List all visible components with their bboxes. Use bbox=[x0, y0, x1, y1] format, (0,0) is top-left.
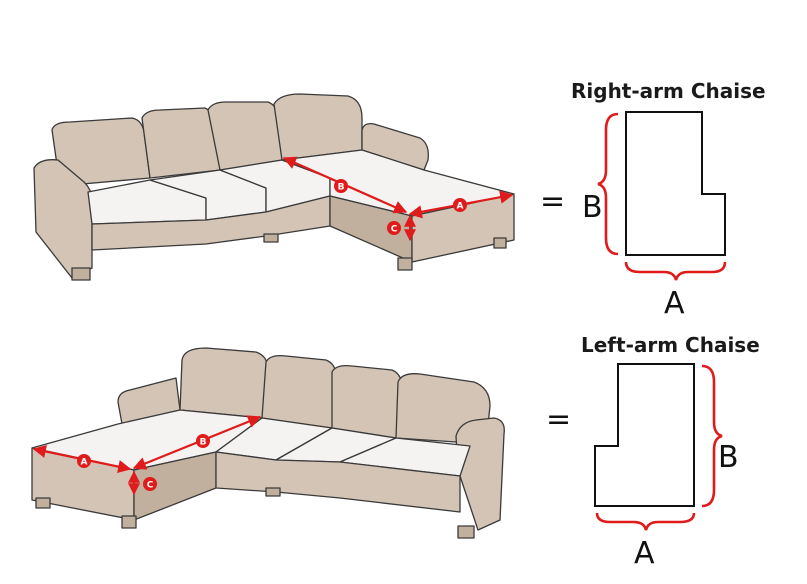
dim-badge-a bbox=[77, 454, 91, 468]
right-arm-shape-label-b: B bbox=[582, 190, 603, 225]
sofa-leg bbox=[263, 233, 279, 243]
brace-b bbox=[701, 364, 723, 508]
right-arm-measurements: B A C bbox=[282, 156, 514, 242]
sofa-leg bbox=[35, 497, 51, 509]
left-arm-outline bbox=[594, 363, 695, 507]
left-arm-equals: = bbox=[546, 402, 572, 437]
dim-badge-a bbox=[453, 198, 467, 212]
brace-a bbox=[624, 261, 727, 281]
dim-badge-b bbox=[196, 434, 210, 448]
back-cushion bbox=[141, 107, 221, 179]
right-armrest bbox=[361, 122, 429, 171]
back-cushion bbox=[331, 364, 403, 439]
back-cushion bbox=[207, 101, 283, 171]
dim-badge-c bbox=[143, 477, 157, 491]
left-armrest bbox=[117, 377, 181, 425]
right-arm-equals: = bbox=[540, 184, 566, 219]
right-armrest bbox=[455, 417, 505, 531]
dim-label-c: C bbox=[147, 481, 154, 491]
left-arm-chaise-sofa bbox=[31, 347, 505, 539]
right-arm-chaise-sofa bbox=[33, 93, 515, 281]
brace-a bbox=[595, 512, 696, 531]
dim-badge-b bbox=[334, 179, 348, 193]
sofa-leg bbox=[397, 257, 413, 271]
sofa-leg bbox=[71, 267, 91, 281]
sofa-leg bbox=[493, 237, 507, 249]
sofa-leg bbox=[121, 515, 137, 529]
dim-label-a: A bbox=[81, 458, 88, 468]
sofa-leg bbox=[265, 487, 281, 497]
left-arm-shape-label-b: B bbox=[718, 440, 739, 475]
dim-label-a: A bbox=[457, 202, 464, 212]
dim-label-c: C bbox=[391, 225, 398, 235]
back-cushion bbox=[179, 347, 269, 419]
sofa-front bbox=[215, 451, 461, 513]
left-arm-measurements: A B C bbox=[32, 415, 262, 496]
dim-label-b: B bbox=[338, 183, 345, 193]
sofa-leg bbox=[457, 525, 475, 539]
right-arm-shape bbox=[597, 111, 727, 281]
dim-label-b: B bbox=[200, 438, 207, 448]
back-cushion bbox=[261, 354, 337, 429]
right-arm-outline bbox=[625, 111, 726, 256]
back-cushion bbox=[273, 93, 363, 161]
left-arm-title: Left-arm Chaise bbox=[581, 333, 760, 357]
dim-badge-c bbox=[387, 221, 401, 235]
right-arm-shape-label-a: A bbox=[664, 286, 685, 321]
left-arm-shape-label-a: A bbox=[634, 536, 655, 571]
left-arm-shape bbox=[594, 363, 723, 531]
brace-b bbox=[597, 112, 619, 256]
right-arm-title: Right-arm Chaise bbox=[571, 79, 766, 103]
